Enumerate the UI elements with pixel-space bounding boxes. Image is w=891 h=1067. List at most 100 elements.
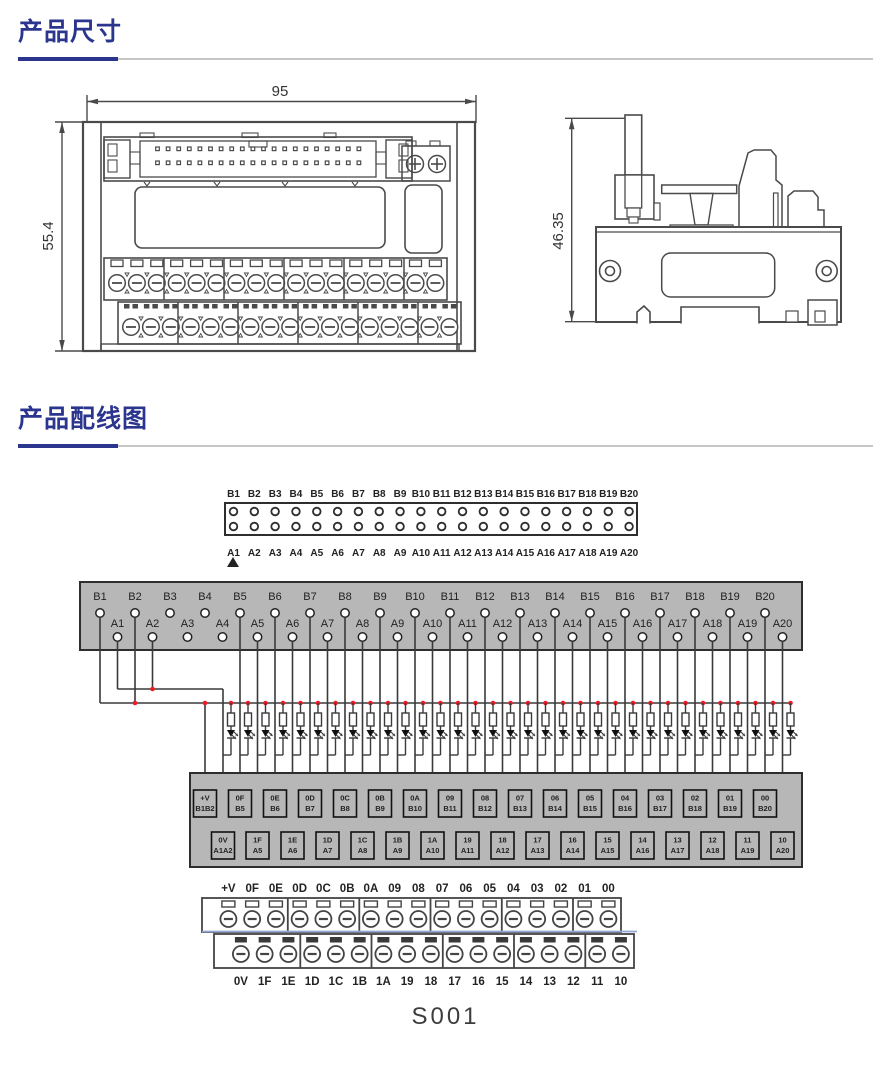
polarity-mark [396, 332, 403, 338]
terminal-top-label: 07 [436, 883, 449, 895]
led-indicator [471, 730, 480, 737]
board-pin [480, 608, 490, 618]
board-a-label: A15 [598, 618, 618, 630]
clamp-slot [431, 304, 437, 309]
clamp-slot [353, 937, 366, 943]
channel-box [490, 831, 515, 860]
clamp-slot [422, 304, 428, 309]
connector-hole [353, 506, 364, 517]
channel-box [350, 831, 375, 860]
polarity-mark [183, 288, 190, 294]
board-b-label: B16 [615, 591, 635, 603]
connector-b-label: B7 [352, 489, 365, 500]
idc-pin [197, 146, 203, 152]
channel-box [647, 789, 673, 818]
connector-hole [437, 521, 447, 532]
board-a-label: A16 [633, 618, 653, 630]
channel-code: 03 [656, 794, 664, 803]
dimension-arrows [59, 98, 476, 351]
board-pin [567, 632, 578, 642]
idc-pin [218, 146, 224, 152]
terminal-bottom-label: 15 [496, 976, 509, 988]
board-a-label: A8 [356, 618, 369, 630]
led-indicator [227, 730, 235, 737]
polarity-mark [283, 288, 289, 294]
clamp-slot [323, 304, 329, 309]
front-height-dim: 55.4 [40, 221, 57, 250]
board-pin [357, 632, 368, 642]
idc-pin [197, 160, 203, 166]
board-b-label: B11 [441, 591, 460, 603]
channel-box [227, 789, 253, 818]
channel-box [735, 831, 760, 860]
clamp-slot [363, 900, 379, 908]
board-pin [550, 608, 560, 618]
clamp-slot [249, 259, 263, 268]
resistor [611, 712, 620, 727]
connector-b-label: B15 [516, 489, 535, 500]
channel-box [297, 789, 323, 818]
resistor [436, 712, 445, 727]
channel-code: 15 [603, 836, 611, 845]
idc-pin [271, 146, 277, 152]
connector-b-label: B13 [474, 489, 493, 500]
clamp-slot [163, 304, 170, 309]
board-pin [410, 608, 420, 618]
channel-pin: A13 [531, 846, 545, 855]
idc-pin [186, 146, 192, 152]
connector-hole [395, 506, 405, 517]
board-pin [725, 608, 735, 618]
channel-code: 19 [463, 836, 471, 845]
board-pin [445, 608, 455, 618]
side-window [404, 184, 443, 254]
idc-pin [176, 146, 182, 152]
channel-code: 11 [744, 836, 752, 845]
board-pin [585, 608, 595, 618]
idc-pin [208, 160, 213, 166]
terminal-bottom-label: 19 [401, 976, 414, 988]
channel-box [752, 789, 778, 818]
clamp-slot [263, 304, 269, 309]
clamp-slot [411, 304, 417, 309]
polarity-mark [197, 332, 204, 338]
board-a-label: A2 [146, 618, 159, 630]
connector-b-label: B18 [578, 489, 597, 500]
polarity-mark [237, 316, 244, 322]
clamp-slot [408, 259, 423, 268]
connector-hole [478, 521, 489, 532]
cable [624, 114, 643, 176]
led-indicator [769, 730, 777, 737]
channel-pin: B18 [688, 804, 702, 813]
idc-connector: B1A1B2A2B3A3B4A4B5A5B6A6B7A7B8A8B9A9B10A… [224, 489, 639, 567]
clamp-slot [303, 304, 309, 309]
channel-box [332, 789, 358, 818]
channel-code: 1E [288, 836, 297, 845]
channel-code: +V [200, 794, 209, 803]
board-pin [200, 608, 210, 618]
clamp-slot [268, 900, 284, 908]
clamp-slot [371, 304, 377, 309]
idc-pin [324, 146, 330, 152]
channel-code: 0V [218, 836, 227, 845]
clamp-slot [152, 304, 158, 309]
connector-hole [291, 506, 301, 517]
connector-a-label: A10 [412, 548, 431, 559]
idc-pin [271, 160, 277, 166]
board-a-label: A10 [423, 618, 443, 630]
section-wiring-header: 产品配线图 [18, 399, 873, 448]
channel-pin: A15 [601, 846, 615, 855]
polarity-mark [297, 316, 303, 322]
clamp-slot [442, 304, 448, 309]
channel-code: 13 [673, 836, 681, 845]
led-indicator [244, 730, 252, 737]
clamp-slot [132, 304, 138, 309]
clamp-slot [543, 937, 556, 943]
polarity-mark [203, 288, 210, 294]
channel-code: 08 [481, 794, 489, 803]
resistor [313, 712, 323, 727]
connector-hole [332, 506, 343, 517]
clamp-slot [377, 937, 390, 943]
board-a-label: A17 [668, 618, 688, 630]
clamp-slot [283, 304, 289, 309]
